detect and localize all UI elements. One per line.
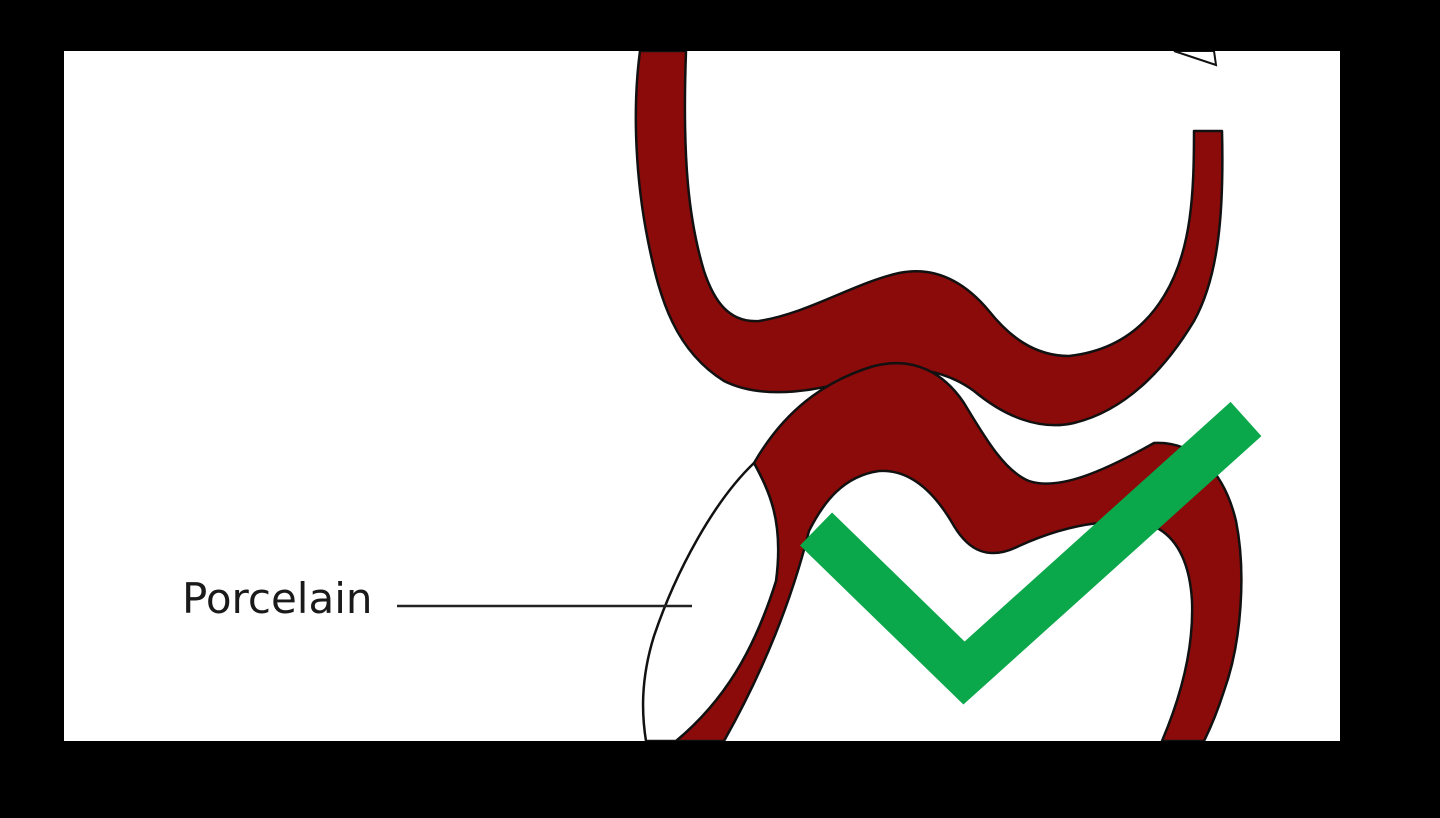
top-right-detail: [1173, 51, 1218, 67]
checkmark-icon: [799, 401, 1262, 705]
upper-metal-coping: [634, 51, 1224, 427]
diagram-panel: Porcelain: [64, 51, 1340, 741]
dental-crown-diagram: Porcelain: [182, 51, 1262, 741]
porcelain-label: Porcelain: [182, 574, 373, 623]
porcelain-veneer: [641, 461, 780, 741]
lower-metal-coping: [674, 361, 1243, 741]
